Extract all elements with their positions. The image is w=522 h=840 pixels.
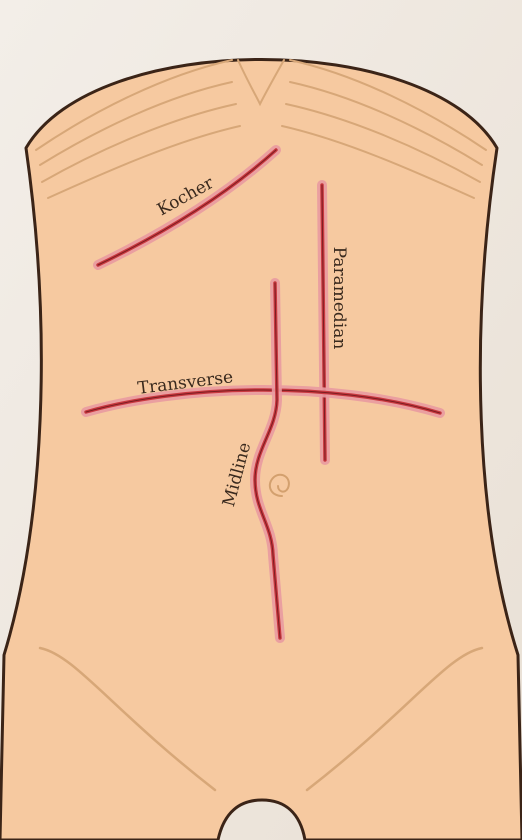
paramedian-label: Paramedian xyxy=(329,247,349,350)
paramedian-incision xyxy=(322,185,325,460)
